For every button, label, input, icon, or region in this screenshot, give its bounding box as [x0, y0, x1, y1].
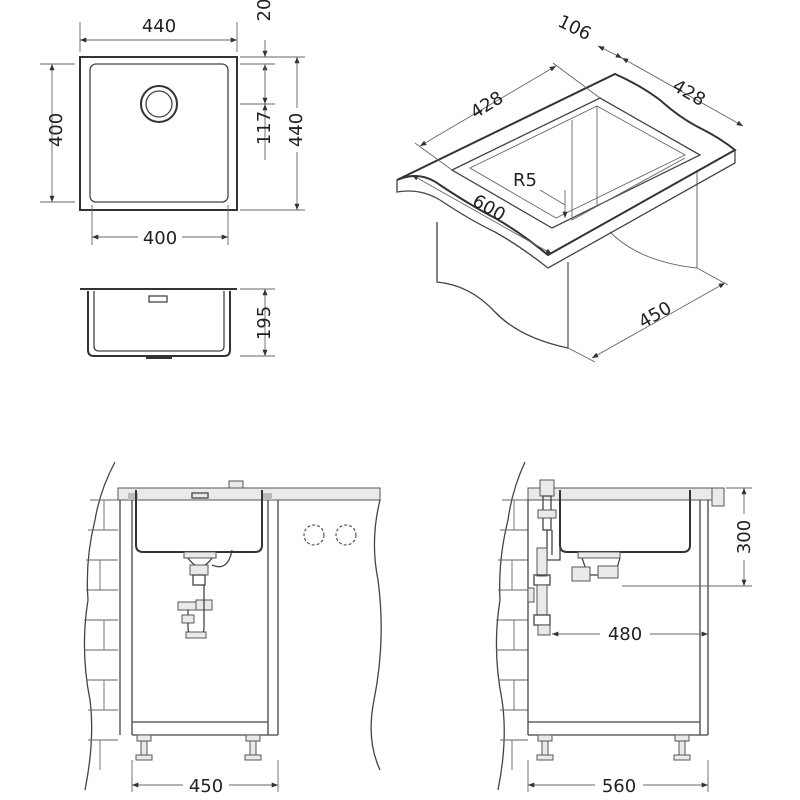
- side-install-view: 300 480 560: [495, 461, 755, 797]
- dim-iso-600: 600: [469, 191, 509, 226]
- dim-right-440: 440: [286, 113, 307, 147]
- tap-hole-2-icon: [335, 524, 357, 546]
- sink-outer-rim: [79, 56, 238, 211]
- dim-iso-106: 106: [554, 11, 594, 45]
- top-view: 440 400 400 20 117 440: [40, 0, 307, 249]
- side-section-view: 195: [80, 288, 275, 359]
- isometric-view: R5 428 106 428 600 450: [396, 11, 744, 363]
- drain-inner-icon: [145, 90, 173, 118]
- cabinet-legs-side: [536, 734, 691, 761]
- dim-radius-r5: R5: [513, 170, 537, 191]
- dim-bottom-width: 400: [143, 228, 177, 249]
- countertop-front: [117, 487, 381, 501]
- tap-hole-1-icon: [303, 524, 325, 546]
- dim-side-300: 300: [734, 520, 755, 554]
- dim-side-480: 480: [608, 624, 642, 645]
- dim-iso-428-right: 428: [669, 76, 709, 111]
- front-install-view: 450: [83, 461, 382, 797]
- dim-top-width: 440: [142, 16, 176, 37]
- dim-iso-428-left: 428: [467, 87, 507, 123]
- dim-drain-117: 117: [254, 111, 275, 145]
- sink-inner-bowl: [89, 63, 229, 203]
- drain-outer-icon: [140, 85, 178, 123]
- dim-rim-20: 20: [254, 0, 275, 21]
- drain-outlet: [146, 355, 172, 359]
- cabinet-legs: [135, 734, 262, 761]
- dim-side-560: 560: [602, 776, 636, 797]
- dim-iso-450: 450: [635, 298, 675, 333]
- overflow-slot-icon: [148, 295, 168, 303]
- dim-front-450: 450: [189, 776, 223, 797]
- dim-depth-195: 195: [254, 306, 275, 340]
- dim-left-height: 400: [46, 113, 67, 147]
